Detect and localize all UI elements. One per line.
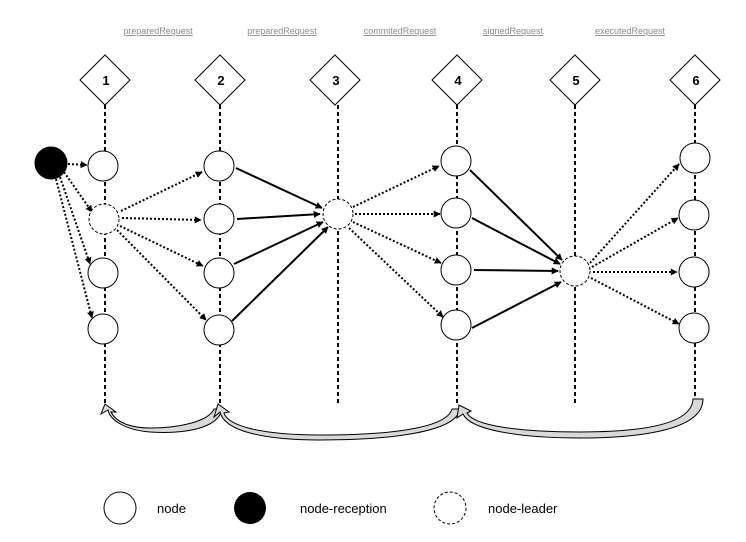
arrow-n2c-to-leader3 [233,221,324,265]
loop-arrows [100,398,704,441]
step-diamond-4 [431,54,483,106]
arrow-leader1-to-n2b [121,216,202,224]
step-diamonds [79,54,721,106]
phase-label-4: signedRequest [483,26,544,36]
arrow-leader1-to-n2d [116,229,207,321]
node-6b [678,199,710,231]
phase-label-1: preparedRequest [123,26,193,36]
step-number-2: 2 [217,73,224,88]
step-diamond-6 [669,54,721,106]
legend-leader-icon [433,491,467,525]
legend-reception-label: node-reception [300,501,387,516]
step-diamond-3 [309,54,361,106]
arrow-leader1-to-n2a [120,171,203,212]
arrow-n2d-to-leader3 [231,226,329,322]
leader-node-1 [88,203,120,235]
node-6a [679,142,711,174]
node-6d [678,312,710,344]
arrow-n4d-to-leader5 [471,281,562,329]
arrow-leader5-to-n6d [590,277,680,325]
arrow-reception-to-n1d [55,178,94,319]
node-1c [87,257,119,289]
legend: node node-reception node-leader [103,491,558,525]
node-1d [87,313,119,345]
node-2b [203,203,235,235]
node-1a [87,150,119,182]
arrow-leader3-to-n4a [352,165,440,208]
arrow-leader5-to-n6b [591,217,679,268]
node-2c [203,257,235,289]
node-4c [440,254,472,286]
solid-arrows [231,167,563,329]
phase-label-3: commitedRequest [364,26,437,36]
arrow-leader5-to-n6a [589,163,680,264]
step-diamond-1 [79,54,131,106]
step-number-5: 5 [572,73,579,88]
phase-label-2: preparedRequest [247,26,317,36]
dotted-arrows [55,161,680,325]
arrow-leader3-to-n4c [352,221,442,264]
node-4b [440,197,472,229]
step-number-3: 3 [332,73,339,88]
node-2a [203,150,235,182]
leader-node-3 [322,198,354,230]
step-number-1: 1 [102,73,109,88]
step-diamond-5 [549,54,601,106]
node-4d [440,309,472,341]
legend-node-icon [103,491,137,525]
arrow-reception-to-n1a [67,161,88,169]
loop-arrow-2-to-1 [100,403,223,433]
legend-node-label: node [157,501,186,516]
arrow-reception-to-n1b [63,171,93,213]
loop-arrow-6-to-4 [456,398,704,439]
arrow-n2a-to-leader3 [235,167,323,209]
reception-node [34,146,68,180]
arrow-leader3-to-n4d [348,227,444,318]
phase-label-5: executedRequest [595,26,666,36]
nodes [34,142,711,346]
step-number-6: 6 [692,73,699,88]
arrow-reception-to-n1c [59,176,92,265]
arrow-n2b-to-leader3 [236,210,321,220]
lifelines [104,105,696,406]
leader-node-5 [559,255,591,287]
legend-reception-icon [234,492,266,524]
legend-leader-label: node-leader [488,501,558,516]
node-4a [440,145,472,177]
arrow-n4c-to-leader5 [473,267,559,275]
step-number-4: 4 [454,73,462,88]
loop-arrow-4-to-2 [213,403,461,441]
arrow-leader1-to-n2c [119,225,204,267]
step-diamond-2 [194,54,246,106]
arrow-n4b-to-leader5 [471,217,561,265]
node-6c [678,256,710,288]
arrow-n4a-to-leader5 [469,169,563,261]
node-2d [203,314,235,346]
